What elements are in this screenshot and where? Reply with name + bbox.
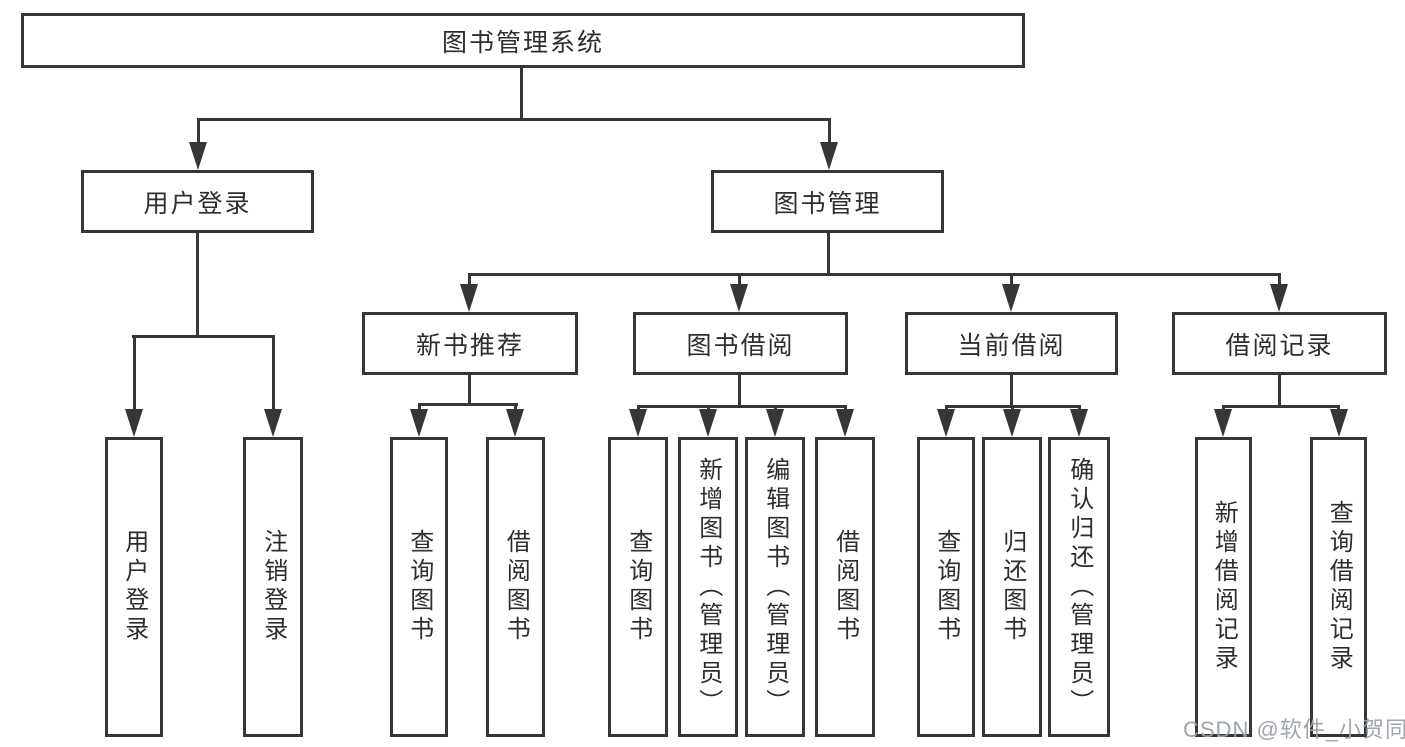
connector-stub (1337, 405, 1340, 412)
connector-stub (1011, 405, 1014, 412)
connector-stub (1078, 405, 1081, 412)
leaf-label: 用户登录 (120, 529, 148, 645)
connector-stub (133, 335, 136, 411)
node-book-management: 图书管理 (711, 170, 944, 233)
node-user-login: 用户登录 (81, 170, 314, 233)
arrow-down-icon (766, 409, 784, 437)
connector-bookmgmt-vline (827, 233, 830, 276)
leaf-label: 编辑图书（管理员） (761, 456, 789, 718)
connector-borrow-vline (738, 375, 741, 408)
leaf-borrow-query-books: 查询图书 (608, 437, 668, 737)
node-current-borrowing: 当前借阅 (905, 312, 1118, 375)
arrow-down-icon (937, 409, 955, 437)
connector-stub (1278, 273, 1281, 287)
connector-stub (707, 405, 710, 412)
arrow-down-icon (410, 409, 428, 437)
leaf-label: 注销登录 (259, 529, 287, 645)
connector-stub (418, 403, 421, 412)
leaf-label: 新增借阅记录 (1210, 500, 1238, 674)
arrow-down-icon (125, 409, 143, 437)
connector-stub (637, 405, 640, 412)
connector-stub (1222, 405, 1225, 412)
connector-newbooks-hline (418, 403, 518, 406)
connector-stub (774, 405, 777, 412)
leaf-label: 归还图书 (998, 529, 1026, 645)
arrow-down-icon (1214, 409, 1232, 437)
leaf-label: 确认归还（管理员） (1065, 456, 1093, 718)
node-borrowing-records: 借阅记录 (1172, 312, 1387, 375)
csdn-watermark: CSDN @软件_小贺同学 (1183, 717, 1405, 742)
connector-root-hline (197, 118, 831, 121)
connector-stub (272, 335, 275, 411)
connector-borrow-hline (637, 405, 847, 408)
arrow-down-icon (1002, 284, 1020, 312)
connector-stub (738, 273, 741, 287)
arrow-down-icon (1070, 409, 1088, 437)
connector-userlogin-vline (196, 233, 199, 337)
connector-userlogin-hline (132, 335, 275, 338)
leaf-records-add-record: 新增借阅记录 (1195, 437, 1252, 737)
leaf-label: 新增图书（管理员） (694, 456, 722, 718)
arrow-down-icon (699, 409, 717, 437)
connector-stub (468, 273, 471, 287)
connector-stub (514, 403, 517, 412)
arrow-down-icon (264, 409, 282, 437)
arrow-down-icon (629, 409, 647, 437)
leaf-label: 查询图书 (932, 529, 960, 645)
node-new-book-recommend: 新书推荐 (362, 312, 578, 375)
arrow-down-icon (189, 142, 207, 170)
leaf-borrow-edit-books-admin: 编辑图书（管理员） (745, 437, 805, 737)
leaf-borrow-add-books-admin: 新增图书（管理员） (678, 437, 738, 737)
connector-newbooks-vline (468, 375, 471, 406)
connector-root-vline (520, 68, 523, 121)
connector-current-vline (1010, 375, 1013, 408)
leaf-current-query-books: 查询图书 (917, 437, 975, 737)
arrow-down-icon (460, 284, 478, 312)
connector-stub-user-login (197, 118, 200, 146)
node-book-borrowing: 图书借阅 (633, 312, 848, 375)
leaf-label: 查询图书 (624, 529, 652, 645)
leaf-label: 查询图书 (405, 529, 433, 645)
leaf-label: 借阅图书 (831, 529, 859, 645)
arrow-down-icon (1003, 409, 1021, 437)
node-library-system: 图书管理系统 (21, 13, 1025, 68)
leaf-records-query-record: 查询借阅记录 (1310, 437, 1367, 737)
leaf-current-confirm-return-admin: 确认归还（管理员） (1048, 437, 1110, 737)
arrow-down-icon (1270, 284, 1288, 312)
connector-records-hline (1222, 405, 1340, 408)
arrow-down-icon (836, 409, 854, 437)
connector-stub-book-mgmt (828, 118, 831, 146)
connector-stub (945, 405, 948, 412)
connector-stub (844, 405, 847, 412)
leaf-logout: 注销登录 (243, 437, 303, 737)
leaf-user-login: 用户登录 (105, 437, 163, 737)
leaf-label: 查询借阅记录 (1325, 500, 1353, 674)
arrow-down-icon (1330, 409, 1348, 437)
leaf-borrow-borrow-books: 借阅图书 (815, 437, 875, 737)
leaf-label: 借阅图书 (502, 529, 530, 645)
connector-records-vline (1278, 375, 1281, 408)
arrow-down-icon (820, 142, 838, 170)
leaf-current-return-books: 归还图书 (982, 437, 1042, 737)
arrow-down-icon (730, 284, 748, 312)
arrow-down-icon (506, 409, 524, 437)
connector-stub (1010, 273, 1013, 287)
leaf-newbooks-borrow-books: 借阅图书 (486, 437, 545, 737)
leaf-newbooks-query-books: 查询图书 (390, 437, 448, 737)
connector-bookmgmt-hline (468, 273, 1281, 276)
